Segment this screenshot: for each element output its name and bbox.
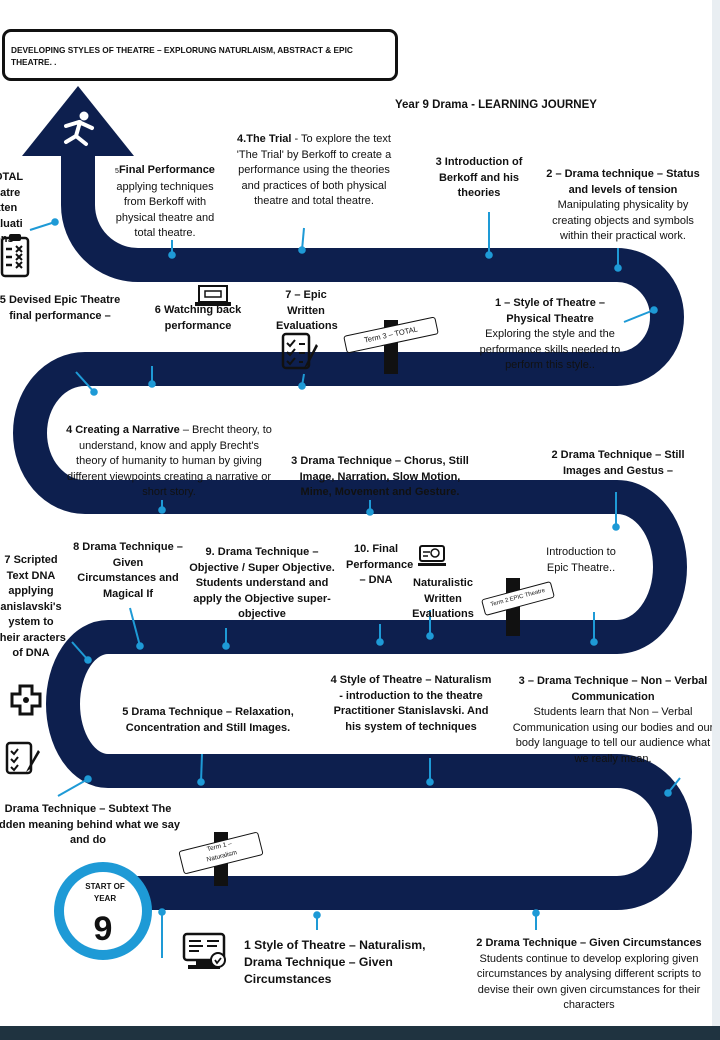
pin-dot [84, 656, 92, 664]
pin-dot [426, 778, 434, 786]
pin-dot [298, 382, 306, 390]
pin-dot [366, 508, 374, 516]
t3-status: 2 – Drama technique – Status and levels … [546, 168, 700, 242]
pin-dot [590, 638, 598, 646]
pin-dot [136, 642, 144, 650]
computer-icon [418, 545, 446, 566]
pin-dot [532, 909, 540, 917]
computer-icon [182, 932, 226, 969]
t1-nonverbal: 3 – Drama Technique – Non – Verbal Commu… [512, 675, 714, 765]
t2-devised: 5 Devised Epic Theatre final performance… [0, 294, 121, 322]
pin-dot [168, 251, 176, 259]
clipboard-icon [5, 741, 40, 775]
scroll-edge [712, 0, 720, 1040]
t3-the-trial: 4.The Trial - To explore the text 'The T… [236, 133, 392, 207]
start-year-number: 9 [93, 910, 113, 948]
pin-line [71, 641, 89, 661]
pin-dot [612, 523, 620, 531]
pin-line [29, 221, 56, 231]
pin-line [623, 309, 655, 323]
start-label-line2: YEAR [93, 894, 117, 903]
t1-style-naturalism: 1 Style of Theatre – Naturalism, Drama T… [244, 938, 426, 986]
pin-dot [426, 632, 434, 640]
pin-line [57, 778, 89, 797]
pin-dot [313, 911, 321, 919]
pin-dot [222, 642, 230, 650]
checklist-icon [0, 234, 30, 278]
pin-line [75, 371, 95, 393]
pin-dot [298, 246, 306, 254]
pin-dot [376, 638, 384, 646]
t3-berkoff: 3 Introduction of Berkoff and his theori… [435, 156, 523, 199]
pin-dot [84, 775, 92, 783]
start-circle [54, 862, 152, 960]
pin-dot [158, 506, 166, 514]
pin-dot [485, 251, 493, 259]
footer-bar [0, 1026, 720, 1040]
laptop-icon [195, 285, 231, 306]
puzzle-icon [10, 684, 42, 716]
t1-subtext: Drama Technique – Subtext The idden mean… [0, 803, 180, 846]
t1-scripted: 7 Scripted Text DNA applying anislavski'… [0, 554, 66, 659]
clipboard-icon [281, 332, 318, 370]
t1-magical-if: 8 Drama Technique – Given Circumstances … [73, 541, 183, 600]
t1-final: 10. Final Performance – DNA [346, 543, 414, 586]
pin-dot [51, 218, 59, 226]
running-person-icon [64, 111, 94, 146]
t2-intro: Introduction to Epic Theatre.. [546, 546, 616, 574]
pin-dot [197, 778, 205, 786]
t1-relaxation: 5 Drama Technique – Relaxation, Concentr… [122, 706, 294, 734]
t2-epic-eval: 7 – Epic Written Evaluations [276, 289, 338, 332]
start-label: START OF YEAR [60, 881, 150, 905]
t2-chorus: 3 Drama Technique – Chorus, Still Image,… [291, 455, 469, 498]
t1-naturalistic-eval: Naturalistic Written Evaluations [412, 577, 474, 620]
t1-objective: 9. Drama Technique – Objective / Super O… [189, 546, 335, 620]
t2-narrative: 4 Creating a Narrative – Brecht theory, … [66, 424, 272, 498]
pin-dot [664, 789, 672, 797]
pin-dot [158, 908, 166, 916]
t1-naturalism: 4 Style of Theatre – Naturalism- introdu… [330, 674, 492, 733]
page-title: DEVELOPING STYLES OF THEATRE – EXPLORUNG… [2, 29, 398, 81]
t2-watching: 6 Watching back performance [154, 304, 242, 332]
page-subtitle: Year 9 Drama - LEARNING JOURNEY [395, 99, 597, 111]
t3-total-eval: OTAL eatre itten aluati ons [0, 171, 23, 245]
pin-dot [614, 264, 622, 272]
pin-dot [650, 306, 658, 314]
pin-line [200, 753, 203, 783]
pin-dot [148, 380, 156, 388]
pin-dot [90, 388, 98, 396]
t2-still-images: 2 Drama Technique – Still Images and Ges… [551, 449, 685, 477]
pin-line [129, 607, 141, 647]
road-path [13, 145, 692, 910]
start-label-line1: START OF [85, 882, 125, 891]
